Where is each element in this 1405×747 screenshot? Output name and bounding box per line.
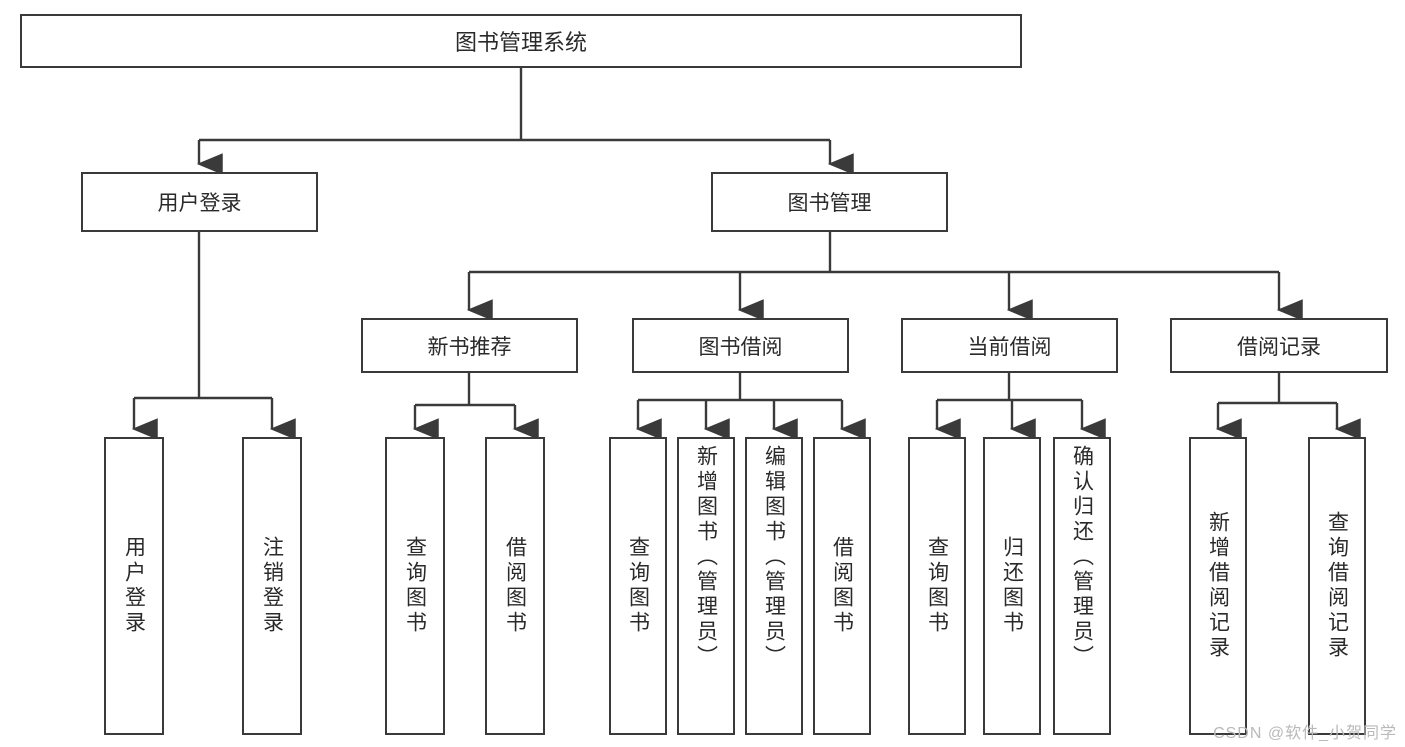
node-label: 查询借阅记录 bbox=[1325, 511, 1349, 661]
node-leaf-9[interactable]: 归还图书 bbox=[983, 437, 1041, 735]
node-level3-book-borrow[interactable]: 图书借阅 bbox=[632, 318, 849, 373]
node-level3-borrow-record[interactable]: 借阅记录 bbox=[1170, 318, 1388, 373]
node-level3-current-borrow[interactable]: 当前借阅 bbox=[901, 318, 1118, 373]
node-label: 新书推荐 bbox=[427, 335, 512, 359]
watermark: CSDN @软件_小贺同学 bbox=[1213, 725, 1397, 742]
node-leaf-11[interactable]: 新增借阅记录 bbox=[1189, 437, 1247, 735]
node-leaf-2[interactable]: 查询图书 bbox=[385, 437, 445, 735]
node-label: 新增借阅记录 bbox=[1206, 511, 1230, 661]
node-label: 借阅图书 bbox=[830, 536, 854, 636]
node-leaf-0[interactable]: 用户登录 bbox=[104, 437, 164, 735]
node-label: 归还图书 bbox=[1000, 536, 1024, 636]
node-leaf-3[interactable]: 借阅图书 bbox=[485, 437, 545, 735]
node-leaf-1[interactable]: 注销登录 bbox=[242, 437, 302, 735]
node-label: 查询图书 bbox=[626, 536, 650, 636]
node-leaf-7[interactable]: 借阅图书 bbox=[813, 437, 871, 735]
node-label: 注销登录 bbox=[260, 536, 284, 636]
node-label: 图书管理 bbox=[787, 192, 872, 215]
node-leaf-4[interactable]: 查询图书 bbox=[609, 437, 667, 735]
node-label: 查询图书 bbox=[925, 536, 949, 636]
node-label: 确认归还（管理员） bbox=[1070, 445, 1094, 670]
node-label: 图书借阅 bbox=[698, 335, 783, 359]
node-label: 用户登录 bbox=[122, 536, 146, 636]
node-leaf-8[interactable]: 查询图书 bbox=[908, 437, 966, 735]
node-root-label: 图书管理系统 bbox=[454, 30, 587, 55]
node-label: 当前借阅 bbox=[967, 335, 1052, 359]
node-level2-user-login[interactable]: 用户登录 bbox=[81, 172, 318, 232]
node-leaf-10[interactable]: 确认归还（管理员） bbox=[1053, 437, 1111, 735]
node-label: 用户登录 bbox=[157, 192, 242, 215]
node-label: 借阅图书 bbox=[503, 536, 527, 636]
node-label: 借阅记录 bbox=[1237, 335, 1321, 359]
node-level3-new-book-recommend[interactable]: 新书推荐 bbox=[361, 318, 578, 373]
node-leaf-12[interactable]: 查询借阅记录 bbox=[1308, 437, 1366, 735]
node-label: 查询图书 bbox=[403, 536, 427, 636]
node-leaf-5[interactable]: 新增图书（管理员） bbox=[677, 437, 735, 735]
node-label: 新增图书（管理员） bbox=[694, 445, 718, 670]
node-level2-book-management[interactable]: 图书管理 bbox=[711, 172, 948, 232]
node-leaf-6[interactable]: 编辑图书（管理员） bbox=[745, 437, 803, 735]
node-label: 编辑图书（管理员） bbox=[762, 445, 786, 670]
node-root[interactable]: 图书管理系统 bbox=[20, 14, 1022, 68]
